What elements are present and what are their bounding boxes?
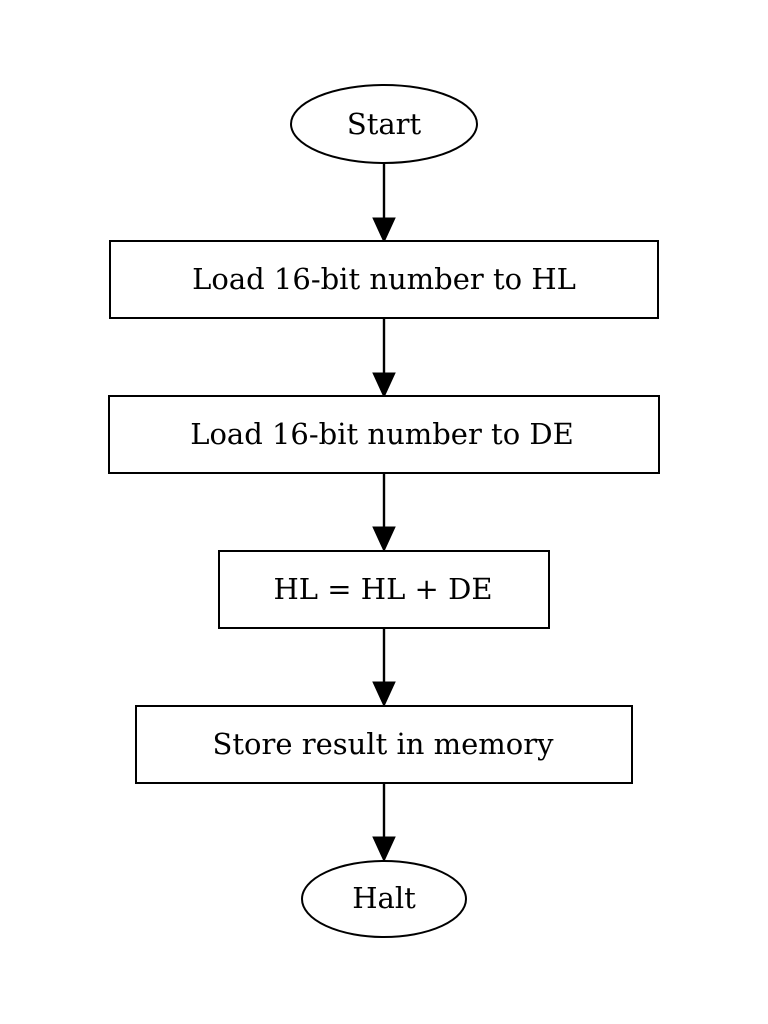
edge-load-hl-to-load-de bbox=[372, 318, 396, 399]
add-label: HL = HL + DE bbox=[274, 572, 493, 606]
edge-add-to-store bbox=[372, 628, 396, 708]
load-de-label: Load 16-bit number to DE bbox=[190, 417, 574, 451]
edge-load-de-to-add bbox=[372, 473, 396, 553]
node-store: Store result in memory bbox=[135, 705, 633, 784]
edge-start-to-load-hl bbox=[372, 164, 396, 244]
start-label: Start bbox=[347, 107, 422, 141]
start-terminal-shape bbox=[290, 84, 478, 164]
node-load-hl: Load 16-bit number to HL bbox=[109, 240, 659, 319]
arrowhead-icon bbox=[372, 681, 396, 708]
node-halt: Halt bbox=[301, 860, 467, 938]
load-hl-label: Load 16-bit number to HL bbox=[192, 262, 576, 296]
load-hl-process-box bbox=[109, 240, 659, 319]
store-label: Store result in memory bbox=[213, 727, 555, 761]
arrowhead-icon bbox=[372, 217, 396, 244]
halt-label: Halt bbox=[352, 881, 416, 915]
arrowhead-icon bbox=[372, 836, 396, 863]
add-process-box bbox=[218, 550, 550, 629]
node-add: HL = HL + DE bbox=[218, 550, 550, 629]
halt-terminal-shape bbox=[301, 860, 467, 938]
edge-store-to-halt bbox=[372, 783, 396, 863]
arrowhead-icon bbox=[372, 526, 396, 553]
arrowhead-icon bbox=[372, 372, 396, 399]
node-load-de: Load 16-bit number to DE bbox=[108, 395, 660, 474]
node-start: Start bbox=[290, 84, 478, 164]
store-process-box bbox=[135, 705, 633, 784]
load-de-process-box bbox=[108, 395, 660, 474]
